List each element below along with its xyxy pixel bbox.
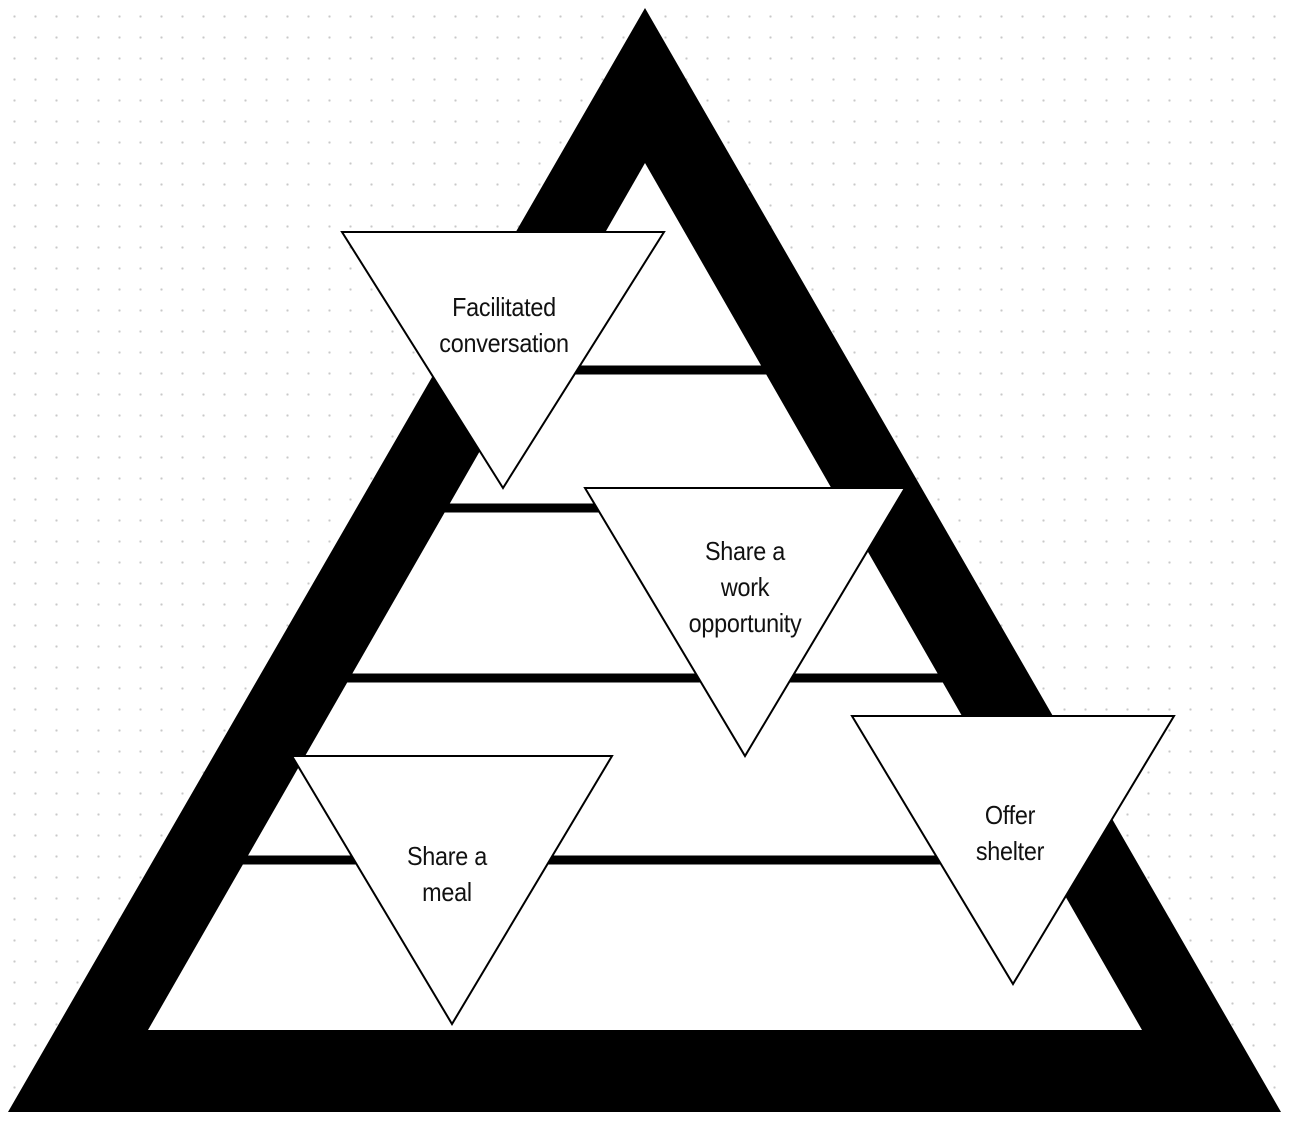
node-label-facilitated-conversation: Facilitated conversation — [414, 289, 594, 361]
node-label-share-meal: Share a meal — [357, 838, 537, 910]
node-label-line: shelter — [975, 836, 1045, 866]
node-label-line: Share a — [406, 841, 488, 871]
node-triangle-facilitated-conversation[interactable] — [340, 231, 666, 490]
node-label-line: Facilitated — [452, 292, 556, 322]
node-label-line: work — [720, 572, 770, 602]
node-triangle-work-opportunity[interactable] — [583, 487, 907, 758]
node-label-line: conversation — [439, 328, 569, 358]
node-label-line: meal — [422, 877, 472, 907]
node-label-line: Offer — [984, 800, 1036, 830]
node-label-line: opportunity — [688, 608, 802, 638]
node-label-line: Share a — [704, 536, 786, 566]
node-triangle-share-meal[interactable] — [290, 755, 614, 1026]
node-label-work-opportunity: Share a work opportunity — [655, 533, 835, 641]
node-triangle-offer-shelter[interactable] — [850, 715, 1176, 986]
node-label-offer-shelter: Offer shelter — [920, 797, 1100, 869]
